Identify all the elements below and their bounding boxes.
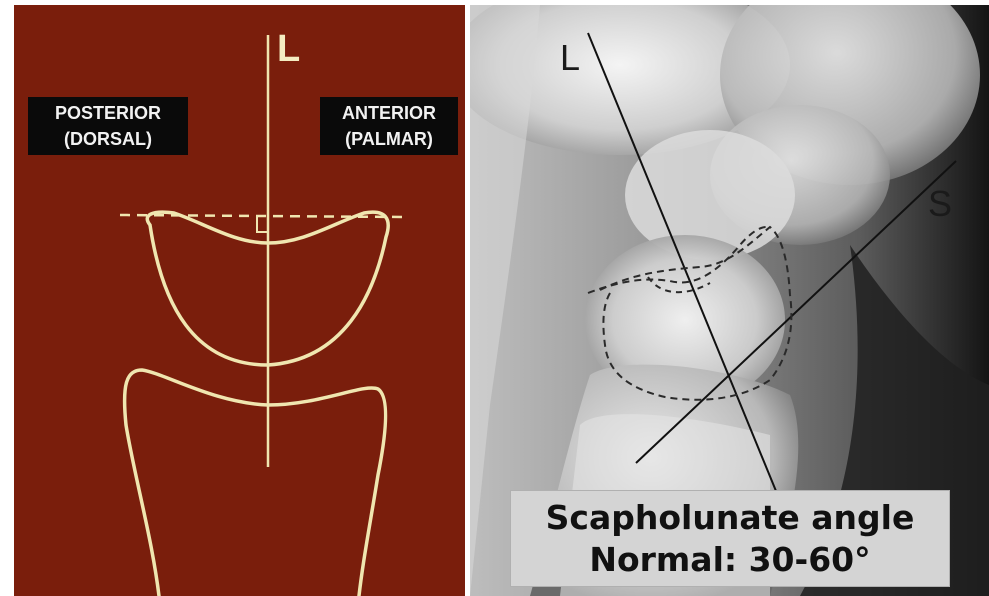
wrist-radiograph-panel: L S Scapholunate angle Normal: 30-60°	[470, 5, 989, 596]
lunate-schematic-panel: L POSTERIOR (DORSAL) ANTERIOR (PALMAR)	[14, 5, 465, 596]
radius-outline	[125, 370, 386, 596]
lunate-schematic-drawing	[14, 5, 465, 596]
posterior-label-line1: POSTERIOR	[32, 100, 184, 126]
anterior-label-line2: (PALMAR)	[324, 126, 454, 152]
caption-line2: Normal: 30-60°	[511, 539, 949, 581]
caption-line1: Scapholunate angle	[511, 497, 949, 539]
posterior-label-line2: (DORSAL)	[32, 126, 184, 152]
anterior-palmar-label: ANTERIOR (PALMAR)	[320, 97, 458, 155]
anterior-label-line1: ANTERIOR	[324, 100, 454, 126]
scapholunate-angle-caption: Scapholunate angle Normal: 30-60°	[510, 490, 950, 587]
posterior-dorsal-label: POSTERIOR (DORSAL)	[28, 97, 188, 155]
axis-label-l: L	[277, 29, 300, 69]
scaphoid-axis-label: S	[928, 185, 952, 223]
lunate-axis-label: L	[560, 39, 580, 77]
right-angle-marker	[257, 216, 268, 232]
